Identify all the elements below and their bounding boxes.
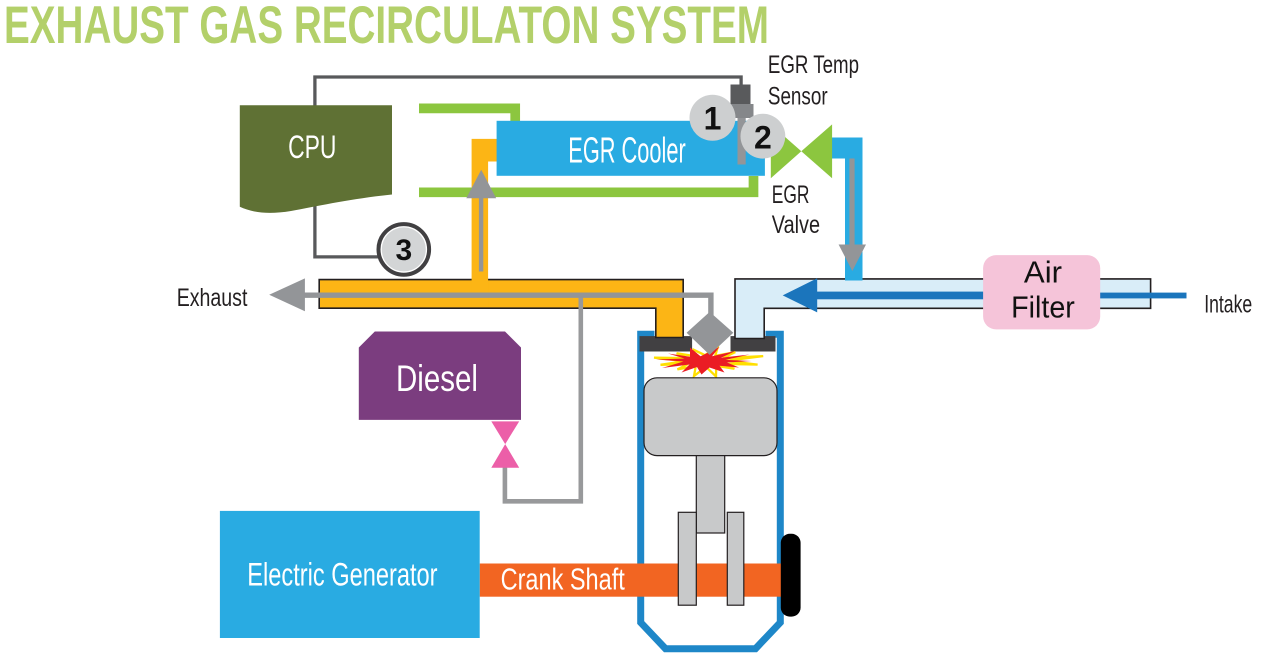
- svg-text:Electric Generator: Electric Generator: [247, 556, 438, 592]
- svg-text:Crank Shaft: Crank Shaft: [501, 561, 625, 596]
- svg-text:Air: Air: [1024, 255, 1062, 290]
- svg-text:EGR Temp: EGR Temp: [768, 51, 859, 79]
- svg-text:EGR Cooler: EGR Cooler: [568, 129, 685, 170]
- svg-text:Sensor: Sensor: [768, 83, 828, 111]
- svg-text:Intake: Intake: [1204, 291, 1252, 319]
- svg-text:Filter: Filter: [1011, 290, 1075, 325]
- svg-text:EXHAUST GAS RECIRCULATON SYSTE: EXHAUST GAS RECIRCULATON SYSTEM: [4, 0, 769, 55]
- svg-text:CPU: CPU: [288, 129, 336, 165]
- svg-text:Diesel: Diesel: [396, 358, 478, 399]
- svg-text:Exhaust: Exhaust: [177, 284, 248, 312]
- svg-text:1: 1: [704, 101, 722, 137]
- svg-text:3: 3: [395, 234, 412, 267]
- svg-text:2: 2: [754, 120, 772, 156]
- svg-text:EGR: EGR: [772, 181, 810, 209]
- svg-text:Valve: Valve: [772, 211, 820, 239]
